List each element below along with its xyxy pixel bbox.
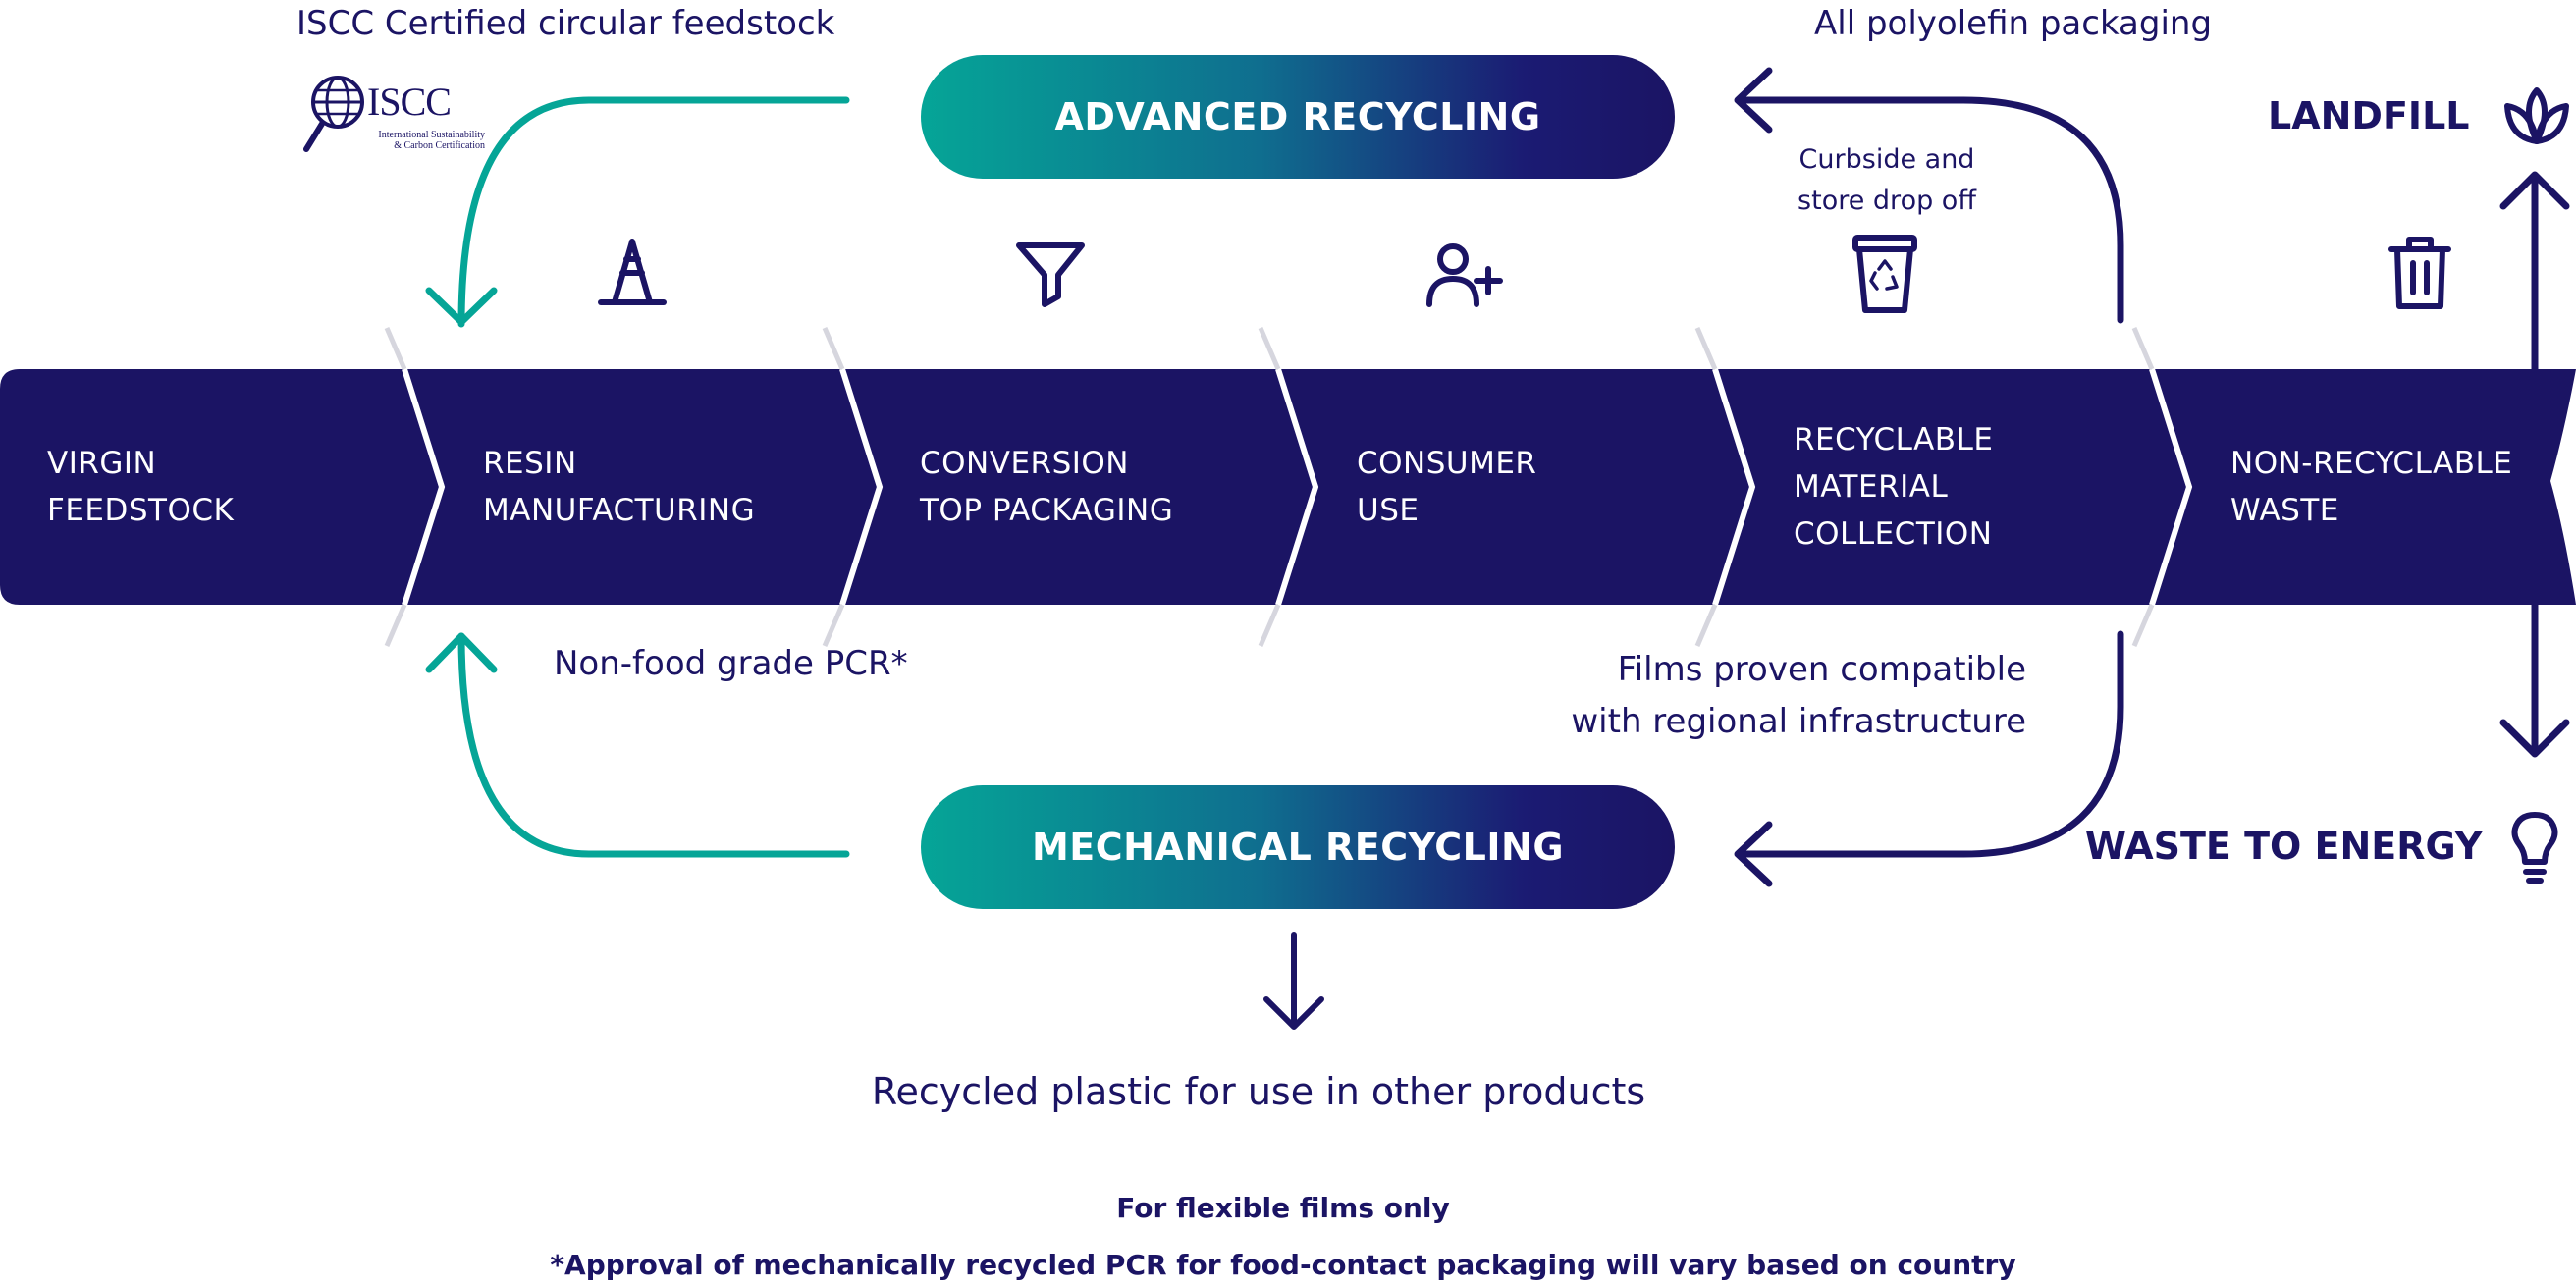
curbside-line2: store drop off [1798,186,1976,216]
add-user-icon [1426,243,1503,307]
advanced-recycling-pill: ADVANCED RECYCLING [921,55,1675,179]
curbside-caption: Curbside and store drop off [1779,139,1995,222]
iscc-feed-arrow [425,96,850,328]
mechanical-recycling-pill: MECHANICAL RECYCLING [921,785,1675,909]
iscc-logo-text: ISCC [367,80,452,124]
stage-virgin-feedstock: VIRGIN FEEDSTOCK [47,369,234,605]
landfill-heading: LANDFILL [2268,94,2470,137]
recycled-plastic-caption: Recycled plastic for use in other produc… [871,1070,1646,1113]
advanced-recycling-label: ADVANCED RECYCLING [1054,95,1541,138]
stage-non-recyclable-waste: NON-RECYCLABLE WASTE [2230,369,2512,605]
stage-line: VIRGIN [47,446,157,481]
stage-conversion: CONVERSION TOP PACKAGING [920,369,1173,605]
stage-line: MANUFACTURING [483,493,756,528]
lightbulb-icon [2511,812,2558,884]
polyolefin-caption: All polyolefin packaging [1814,4,2213,43]
stage-line: CONSUMER [1357,446,1537,481]
recycled-down-arrow [1263,932,1324,1030]
polyolefin-arrow [1734,67,2124,324]
films-caption: Films proven compatible with regional in… [1531,644,2026,748]
iscc-logo: ISCC International Sustainability & Carb… [302,63,485,157]
cone-icon [598,239,667,305]
films-line1: Films proven compatible [1617,650,2026,689]
mechanical-return-arrow [425,632,850,858]
stage-line: FEEDSTOCK [47,493,235,528]
films-line2: with regional infrastructure [1571,702,2026,741]
funnel-icon [1016,242,1085,307]
stage-material-collection: RECYCLABLE MATERIAL COLLECTION [1794,369,1993,605]
chevron-separators [402,368,2193,606]
stage-line: RESIN [483,446,577,481]
landfill-arrow [2499,171,2570,373]
leaf-icon [2504,87,2569,144]
stage-resin-manufacturing: RESIN MANUFACTURING [483,369,755,605]
energy-arrow [2499,601,2570,758]
stage-line: RECYCLABLE [1794,422,1994,457]
stage-line: CONVERSION [920,446,1129,481]
stage-line: USE [1357,493,1420,528]
stage-line: MATERIAL [1794,469,1949,505]
stage-consumer-use: CONSUMER USE [1357,369,1536,605]
stage-line: COLLECTION [1794,516,1993,552]
iscc-logo-sub1: International Sustainability [378,130,485,140]
trash-icon [2388,237,2451,309]
iscc-caption: ISCC Certified circular feedstock [296,4,835,43]
stage-line: TOP PACKAGING [920,493,1174,528]
iscc-logo-sub2: & Carbon Certification [394,140,485,151]
footnote-approval: *Approval of mechanically recycled PCR f… [550,1249,2016,1281]
non-food-pcr-caption: Non-food grade PCR* [554,644,908,683]
stage-line: WASTE [2230,493,2339,528]
globe-magnifier-icon [303,76,364,152]
waste-to-energy-heading: WASTE TO ENERGY [2085,825,2483,868]
footnote-flexible-films: For flexible films only [1116,1192,1450,1224]
recycle-bin-icon [1852,235,1917,313]
stage-line: NON-RECYCLABLE [2230,446,2513,481]
process-band [0,369,2576,605]
films-arrow [1734,630,2124,887]
curbside-line1: Curbside and [1798,144,1975,175]
mechanical-recycling-label: MECHANICAL RECYCLING [1031,826,1565,869]
